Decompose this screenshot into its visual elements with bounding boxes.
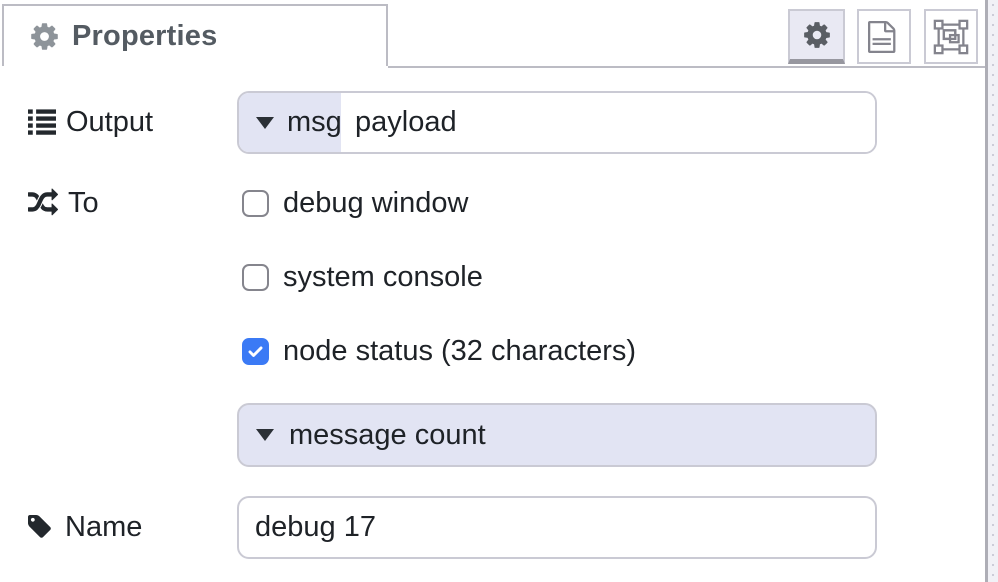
appearance-tab-button[interactable] [924, 9, 978, 64]
checkbox-row-debug-window: debug window [242, 186, 469, 219]
checkbox-label: debug window [283, 186, 469, 219]
name-label: Name [28, 510, 142, 544]
shuffle-icon [28, 188, 58, 216]
checkbox-system-console[interactable] [242, 263, 269, 291]
check-icon [248, 346, 263, 357]
status-type-dropdown[interactable]: message count [237, 403, 877, 467]
list-icon [28, 109, 56, 135]
tab-title: Properties [72, 19, 218, 52]
checkbox-label: system console [283, 260, 483, 293]
object-group-icon [932, 18, 970, 56]
dropdown-selected-value: message count [289, 418, 486, 451]
typed-input-type-button[interactable]: msg. [239, 93, 350, 152]
checkbox-label: node status (32 characters) [283, 334, 637, 367]
gear-icon [29, 21, 60, 52]
name-label-text: Name [65, 510, 143, 543]
file-icon [868, 20, 900, 53]
tag-icon [28, 514, 51, 538]
properties-tab-button[interactable] [788, 9, 845, 64]
gear-icon [802, 20, 832, 50]
checkbox-row-system-console: system console [242, 260, 483, 293]
description-tab-button[interactable] [857, 9, 911, 64]
panel-right-border [985, 0, 988, 582]
checkbox-node-status[interactable] [242, 337, 269, 365]
workspace-grid-strip [988, 0, 998, 582]
checkbox-debug-window[interactable] [242, 189, 269, 217]
tabbar-divider [388, 66, 985, 68]
to-label: To [28, 186, 99, 220]
output-label-text: Output [66, 105, 154, 138]
typed-input-type-label: msg. [287, 106, 350, 138]
output-typed-input: msg. [237, 91, 877, 154]
tab-properties[interactable]: Properties [2, 4, 388, 66]
caret-down-icon [256, 116, 274, 129]
checkbox-row-node-status: node status (32 characters) [242, 334, 637, 367]
output-value-input[interactable] [341, 93, 875, 152]
to-label-text: To [68, 186, 99, 219]
output-label: Output [28, 105, 153, 139]
caret-down-icon [256, 429, 274, 441]
name-input[interactable] [237, 496, 877, 559]
